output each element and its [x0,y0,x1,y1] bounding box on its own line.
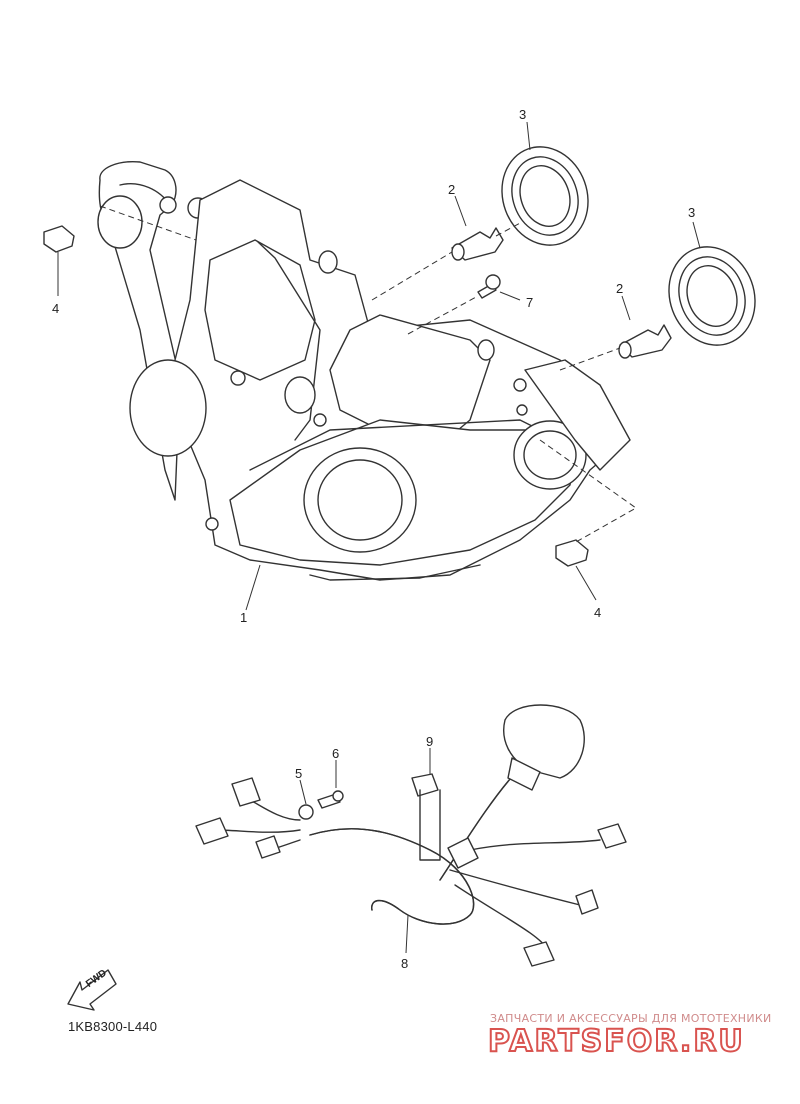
callout-2-lower: 2 [616,281,624,296]
callout-1: 1 [240,610,248,625]
callout-4-left: 4 [52,301,60,316]
screw-7 [477,274,501,299]
cap-left [43,225,75,253]
callout-8: 8 [401,956,409,971]
callout-7: 7 [526,295,534,310]
headlight-assembly [97,161,631,581]
bulb-socket-lower [668,246,756,346]
wire-harness [195,704,627,967]
bulb-socket-upper [501,146,589,246]
fwd-arrow-icon [67,969,117,1011]
diagram-code: 1KB8300-L440 [68,1019,158,1034]
watermark-logo-text-wrap: PARTSFOR.RU [487,1022,798,1062]
callout-2-upper: 2 [448,182,456,197]
callout-3-lower: 3 [688,205,696,220]
watermark-tagline: ЗАПЧАСТИ И АКСЕССУАРЫ ДЛЯ МОТОТЕХНИКИ [490,1012,772,1025]
callout-5: 5 [295,766,303,781]
callout-3-upper: 3 [519,107,527,122]
callout-6: 6 [332,746,340,761]
watermark-logo-text: PARTSFOR.RU [487,1023,745,1060]
bulb-upper [451,227,504,261]
callout-9: 9 [426,734,434,749]
cap-right [555,539,589,567]
bulb-lower [618,324,672,359]
callout-4-right: 4 [594,605,602,620]
